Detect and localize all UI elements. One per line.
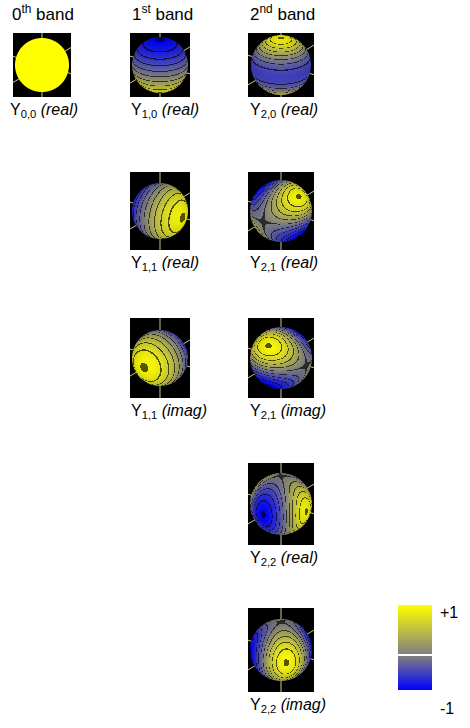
axis-line — [130, 33, 190, 97]
sphere-shading — [248, 172, 314, 250]
sphere-plot — [130, 172, 190, 250]
band-heading: 2nd band — [250, 5, 315, 25]
text-part: Y — [10, 101, 21, 118]
band-heading: 1st band — [132, 5, 193, 25]
sphere-shading — [130, 172, 190, 250]
plot-ground — [248, 33, 314, 97]
axis-line — [248, 463, 314, 545]
plot-ground — [248, 318, 314, 398]
plot-ground — [130, 33, 190, 97]
text-part: Y — [250, 402, 261, 419]
text-part: 0 — [12, 5, 21, 24]
text-part: band — [151, 5, 194, 24]
text-part — [276, 696, 280, 713]
text-part — [276, 254, 280, 271]
text-part — [276, 402, 280, 419]
sphere-shading — [130, 33, 190, 97]
sphere-plot — [248, 33, 314, 97]
sphere-plot — [248, 318, 314, 398]
legend-label: -1 — [440, 700, 454, 718]
text-part: Y — [131, 254, 142, 271]
sphere-plot — [130, 33, 190, 97]
text-part: nd — [259, 2, 272, 16]
text-part: (real) — [281, 101, 318, 118]
axis-line — [248, 318, 314, 398]
text-part — [157, 254, 161, 271]
sphere-shading — [248, 318, 314, 398]
plot-ground — [248, 463, 314, 545]
plot-ground — [248, 608, 314, 692]
text-part: (real) — [281, 549, 318, 566]
text-part: band — [31, 5, 74, 24]
text-part — [276, 549, 280, 566]
sphere-plot — [13, 33, 71, 97]
text-part: 1,1 — [142, 261, 158, 273]
plot-ground — [13, 33, 71, 97]
axis-line — [248, 172, 314, 250]
function-label: Y2,1 (imag) — [250, 402, 326, 420]
text-part — [276, 101, 280, 118]
sphere-plot — [248, 608, 314, 692]
text-part: 2,1 — [261, 261, 277, 273]
function-label: Y2,2 (imag) — [250, 696, 326, 714]
axis-line — [130, 318, 190, 398]
text-part: 2,2 — [261, 703, 277, 715]
sphere-plot — [248, 463, 314, 545]
axis-line — [130, 172, 190, 250]
text-part: 2,1 — [261, 409, 277, 421]
text-part: st — [141, 2, 150, 16]
text-part: 1 — [132, 5, 141, 24]
text-part: Y — [250, 254, 261, 271]
text-part: Y — [131, 402, 142, 419]
text-part — [36, 101, 40, 118]
band-heading: 0th band — [12, 5, 74, 25]
axis-line — [248, 608, 314, 692]
sphere-shading — [13, 33, 71, 97]
sphere-shading — [248, 33, 314, 97]
axis-line — [248, 33, 314, 97]
text-part: Y — [250, 549, 261, 566]
sphere-shading — [130, 318, 190, 398]
function-label: Y1,0 (real) — [131, 101, 199, 119]
text-part: Y — [250, 101, 261, 118]
function-label: Y1,1 (real) — [131, 254, 199, 272]
text-part: (imag) — [162, 402, 207, 419]
function-label: Y2,2 (real) — [250, 549, 318, 567]
text-part: (imag) — [281, 402, 326, 419]
text-part: 2 — [250, 5, 259, 24]
function-label: Y0,0 (real) — [10, 101, 78, 119]
function-label: Y1,1 (imag) — [131, 402, 207, 420]
text-part: 2,2 — [261, 556, 277, 568]
text-part: band — [273, 5, 316, 24]
axis-line — [13, 33, 71, 97]
text-part: (imag) — [281, 696, 326, 713]
text-part: 1,0 — [142, 108, 158, 120]
function-label: Y2,0 (real) — [250, 101, 318, 119]
sphere-plot — [130, 318, 190, 398]
text-part: Y — [131, 101, 142, 118]
sphere-plot — [248, 172, 314, 250]
text-part: Y — [250, 696, 261, 713]
legend-swatch — [398, 605, 432, 654]
function-label: Y2,1 (real) — [250, 254, 318, 272]
text-part: (real) — [162, 254, 199, 271]
text-part: 2,0 — [261, 108, 277, 120]
text-part: (real) — [281, 254, 318, 271]
sphere-shading — [248, 608, 314, 692]
text-part: th — [21, 2, 31, 16]
text-part: 0,0 — [21, 108, 37, 120]
text-part: (real) — [41, 101, 78, 118]
plot-ground — [130, 172, 190, 250]
legend-label: +1 — [440, 604, 458, 622]
plot-ground — [130, 318, 190, 398]
text-part: 1,1 — [142, 409, 158, 421]
text-part — [157, 101, 161, 118]
plot-ground — [248, 172, 314, 250]
sphere-shading — [248, 463, 314, 545]
text-part: (real) — [162, 101, 199, 118]
legend-swatch — [398, 656, 432, 690]
text-part — [157, 402, 161, 419]
